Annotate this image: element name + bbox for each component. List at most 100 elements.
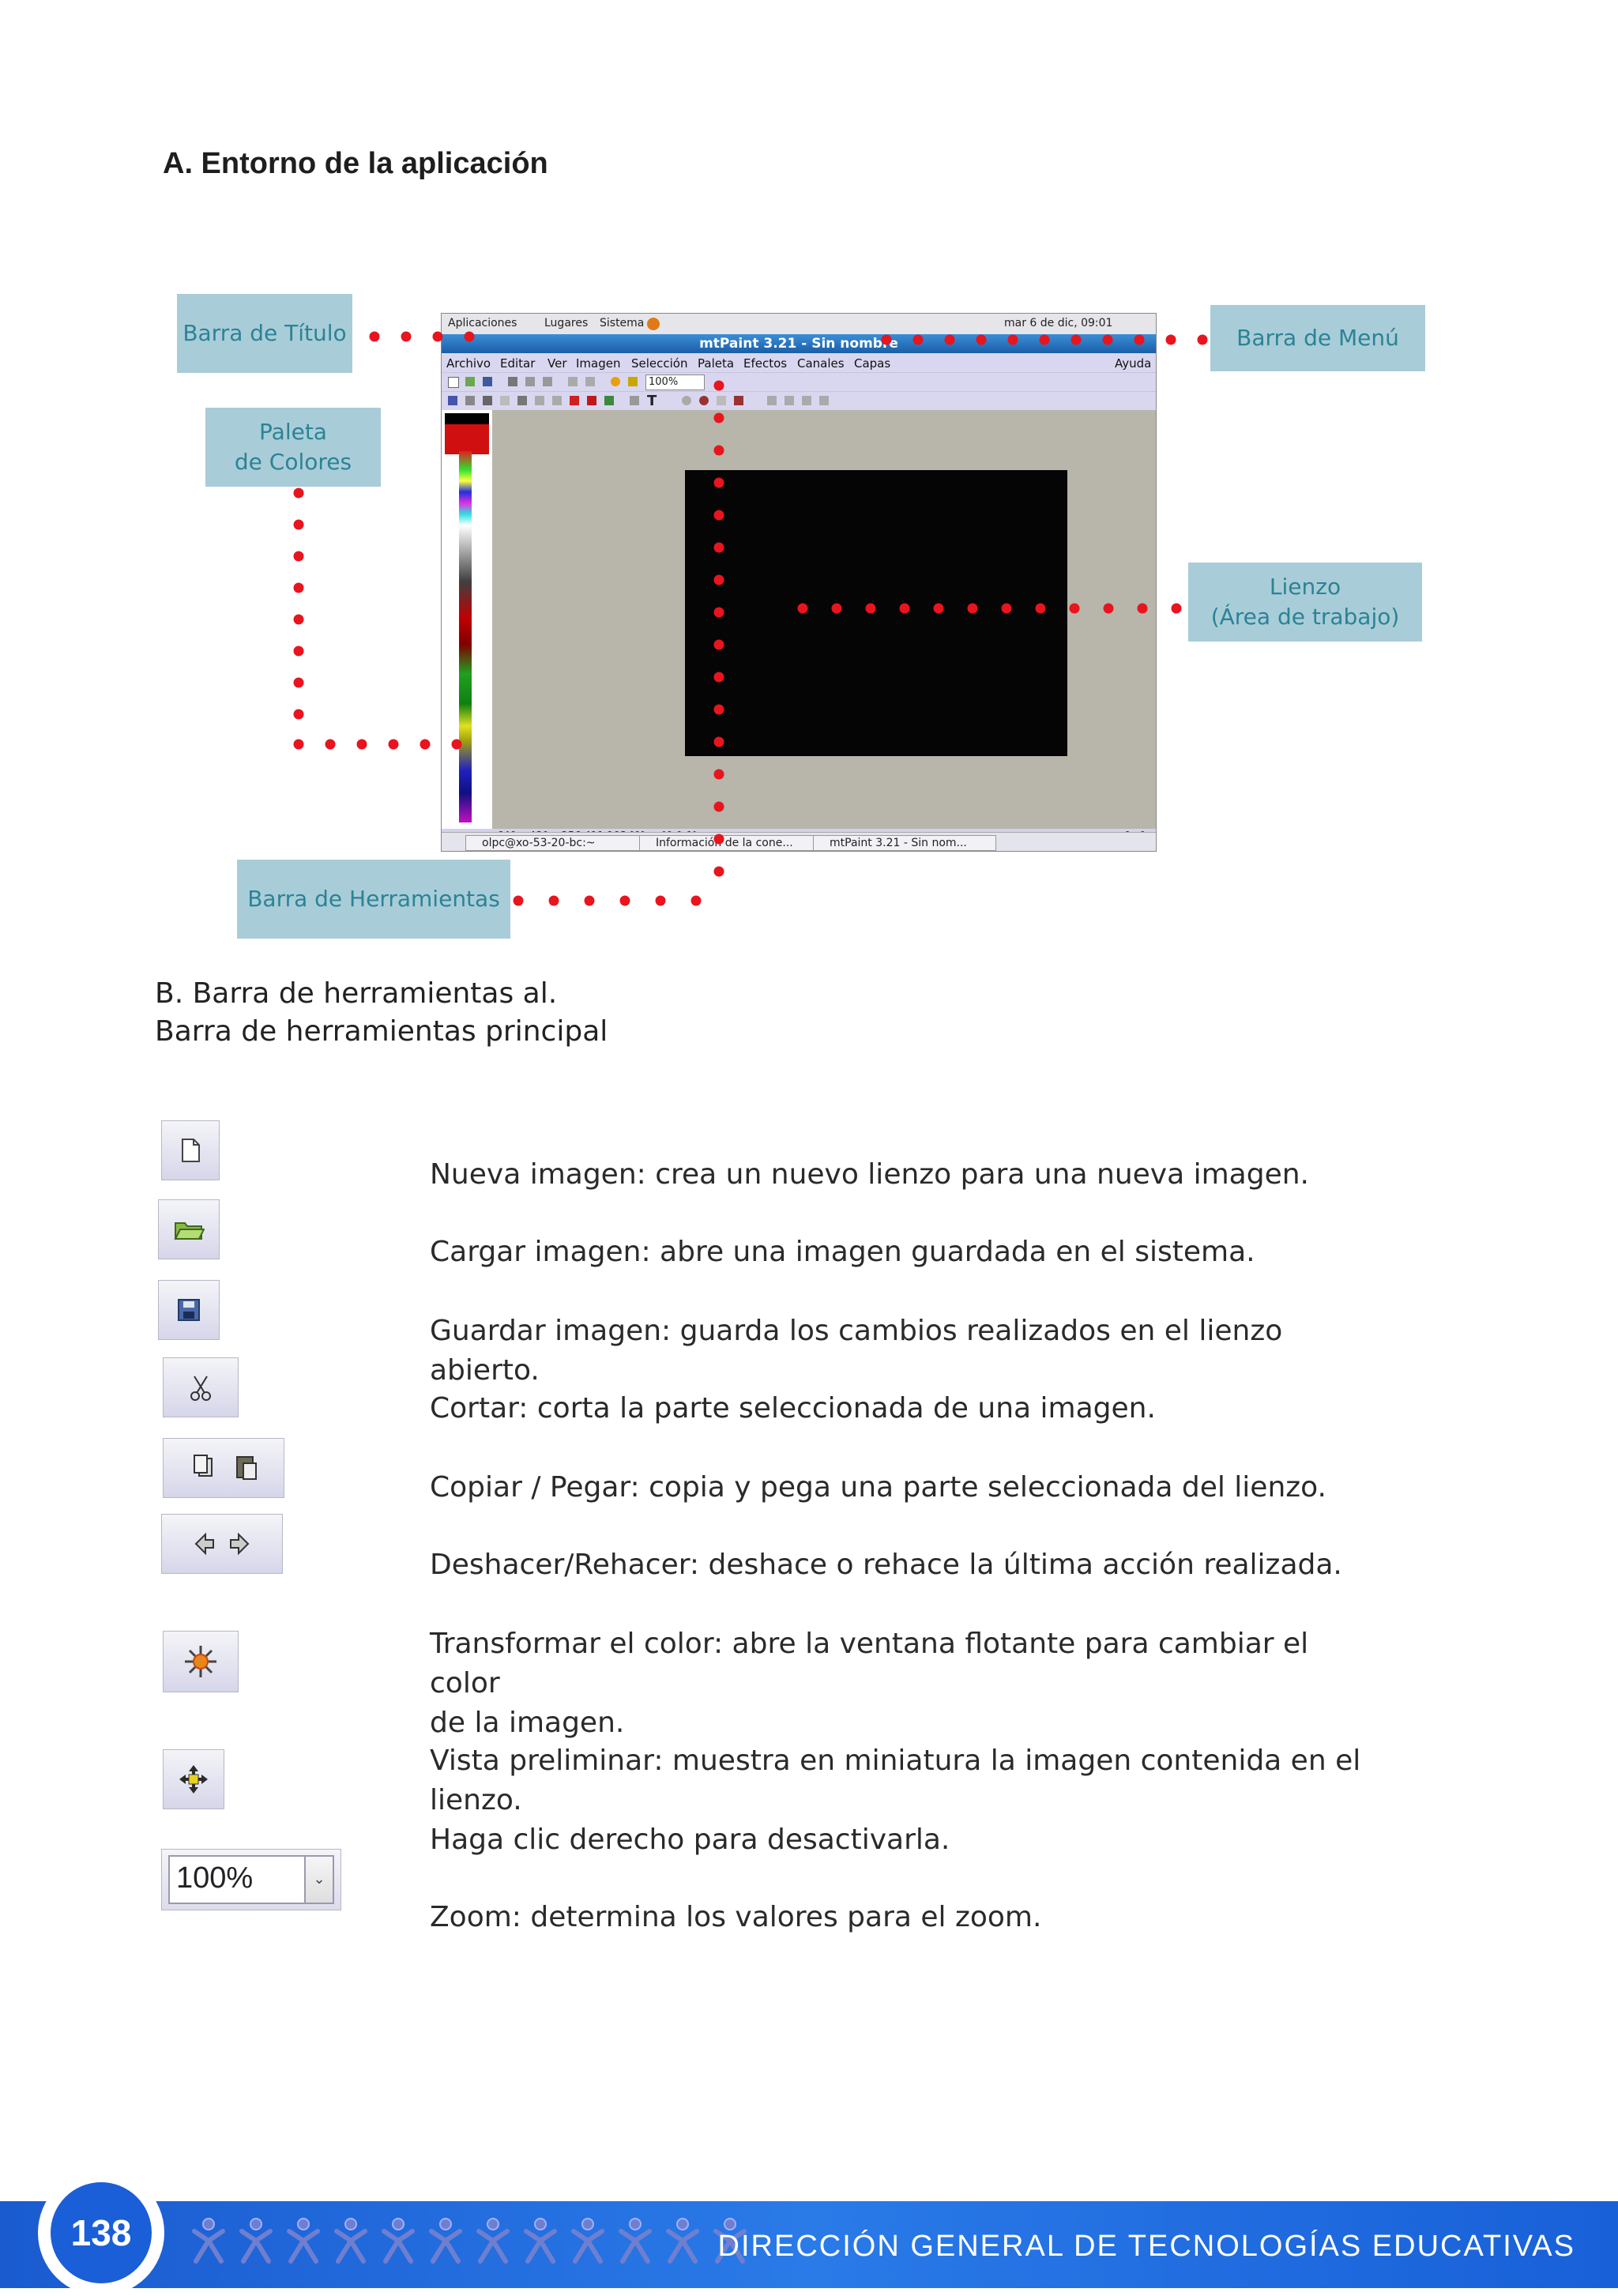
tb-zoom-select[interactable]: 100% [645, 375, 705, 390]
tb-flip-icon[interactable] [767, 396, 777, 405]
tb-rotate-left-icon[interactable] [802, 396, 811, 405]
leader-dot [713, 510, 724, 521]
tb-grid-icon[interactable] [552, 396, 562, 405]
leader-dot [432, 331, 443, 342]
section-b-line2: Barra de herramientas principal [155, 1015, 608, 1048]
tb-smudge-icon[interactable] [517, 396, 527, 405]
menu-imagen[interactable]: Imagen [576, 356, 621, 371]
menu-ver[interactable]: Ver [547, 356, 567, 371]
firefox-icon[interactable] [647, 318, 660, 330]
tb-preview-icon[interactable] [628, 377, 638, 386]
callout-barra-titulo: Barra de Título [177, 294, 352, 373]
scissors-icon [163, 1357, 239, 1417]
task-mtpaint[interactable]: mtPaint 3.21 - Sin nom... [813, 835, 996, 851]
chevron-down-icon: ⌄ [304, 1857, 333, 1903]
apps-menu[interactable]: Aplicaciones [448, 317, 517, 329]
tb-ellipse-icon[interactable] [682, 396, 691, 405]
leader-dot [293, 551, 304, 562]
leader-dot [933, 603, 944, 614]
leader-dot [1134, 334, 1145, 345]
leader-dot [713, 736, 724, 747]
task-terminal[interactable]: olpc@xo-53-20-bc:~ [465, 835, 641, 851]
save-disk-icon [158, 1280, 220, 1340]
footer-figure-icon [237, 2217, 275, 2264]
main-toolbar: 100% [442, 372, 1156, 392]
tb-gradient-icon[interactable] [604, 396, 614, 405]
preview-move-icon [163, 1749, 224, 1809]
leader-dot [713, 801, 724, 812]
leader-dot [464, 331, 475, 342]
black-canvas[interactable] [685, 470, 1067, 756]
tb-open-icon[interactable] [465, 377, 475, 386]
leader-dot [967, 603, 978, 614]
tb-rect-icon[interactable] [717, 396, 726, 405]
tool-desc-color-line1: Transformar el color: abre la ventana fl… [430, 1628, 1309, 1699]
tb-line-icon[interactable] [500, 396, 510, 405]
system-menu[interactable]: Sistema [600, 317, 645, 329]
tb-undo-icon[interactable] [568, 377, 578, 386]
menu-bar: Archivo Editar Ver Imagen Selección Pale… [442, 353, 1156, 372]
tb-fill-icon[interactable] [483, 396, 492, 405]
tb-lasso-icon[interactable] [630, 396, 639, 405]
tb-save-icon[interactable] [483, 377, 492, 386]
leader-dot [369, 331, 380, 342]
tb-redo-icon[interactable] [585, 377, 595, 386]
menu-capas[interactable]: Capas [854, 356, 891, 371]
menu-efectos[interactable]: Efectos [743, 356, 788, 371]
menu-editar[interactable]: Editar [500, 356, 536, 371]
menu-paleta[interactable]: Paleta [698, 356, 735, 371]
callout-leader-dots [293, 331, 1208, 906]
task-connection-info[interactable]: Información de la cone... [639, 835, 822, 851]
leader-dot [293, 739, 304, 750]
section-b-line1: B. Barra de herramientas al. [155, 977, 558, 1010]
canvas-area[interactable] [492, 410, 1156, 829]
callout-lienzo: Lienzo (Área de trabajo) [1188, 563, 1422, 642]
tb-polygon-icon[interactable] [587, 396, 596, 405]
tb-filled-rect-icon[interactable] [734, 396, 743, 405]
tb-rotate-right-icon[interactable] [819, 396, 829, 405]
tb-new-icon[interactable] [448, 377, 459, 388]
tb-rotate-icon[interactable] [785, 396, 794, 405]
callout-lienzo-line2: (Área de trabajo) [1210, 604, 1400, 630]
tb-cut-icon[interactable] [508, 377, 517, 386]
menu-archivo[interactable]: Archivo [446, 356, 491, 371]
menu-canales[interactable]: Canales [797, 356, 845, 371]
leader-dot [976, 334, 987, 345]
leader-dot [293, 709, 304, 720]
tool-desc-cut: Cortar: corta la parte seleccionada de u… [430, 1392, 1156, 1425]
tb-sun-icon[interactable] [611, 377, 620, 386]
palette-swatches[interactable] [459, 451, 472, 822]
leader-dot [1103, 603, 1114, 614]
tool-desc-save: Guardar imagen: guarda los cambios reali… [430, 1315, 1283, 1387]
menu-ayuda[interactable]: Ayuda [1115, 356, 1152, 371]
tb-pencil-icon[interactable] [448, 396, 457, 405]
tool-desc-color-line2: de la imagen. [430, 1707, 625, 1739]
leader-dot [619, 895, 630, 906]
tb-filled-ellipse-icon[interactable] [699, 396, 709, 405]
copy-paste-icon [163, 1438, 284, 1498]
current-colors-swatch[interactable] [445, 413, 489, 454]
leader-dot [713, 574, 724, 585]
leader-dot [797, 603, 808, 614]
footer-figure-icon [474, 2217, 512, 2264]
tb-text-icon[interactable]: T [647, 393, 657, 409]
tb-select-icon[interactable] [570, 396, 579, 405]
footer-band [0, 2201, 1618, 2288]
menu-seleccion[interactable]: Selección [631, 356, 688, 371]
tb-paste-icon[interactable] [543, 377, 552, 386]
tb-clone-icon[interactable] [535, 396, 544, 405]
leader-dot [451, 739, 462, 750]
footer-figure-icon [190, 2217, 228, 2264]
leader-dot [584, 895, 595, 906]
callout-paleta-line1: Paleta [259, 419, 327, 445]
places-menu[interactable]: Lugares [544, 317, 589, 329]
leader-dot [713, 542, 724, 553]
taskbar: olpc@xo-53-20-bc:~ Información de la con… [442, 832, 1156, 851]
leader-dot [831, 603, 842, 614]
section-a-heading: A. Entorno de la aplicación [163, 147, 548, 180]
tb-copy-icon[interactable] [525, 377, 535, 386]
tb-brush-icon[interactable] [465, 396, 475, 405]
color-palette [442, 410, 493, 829]
callout-barra-menu: Barra de Menú [1210, 305, 1425, 371]
new-image-icon [161, 1120, 220, 1180]
